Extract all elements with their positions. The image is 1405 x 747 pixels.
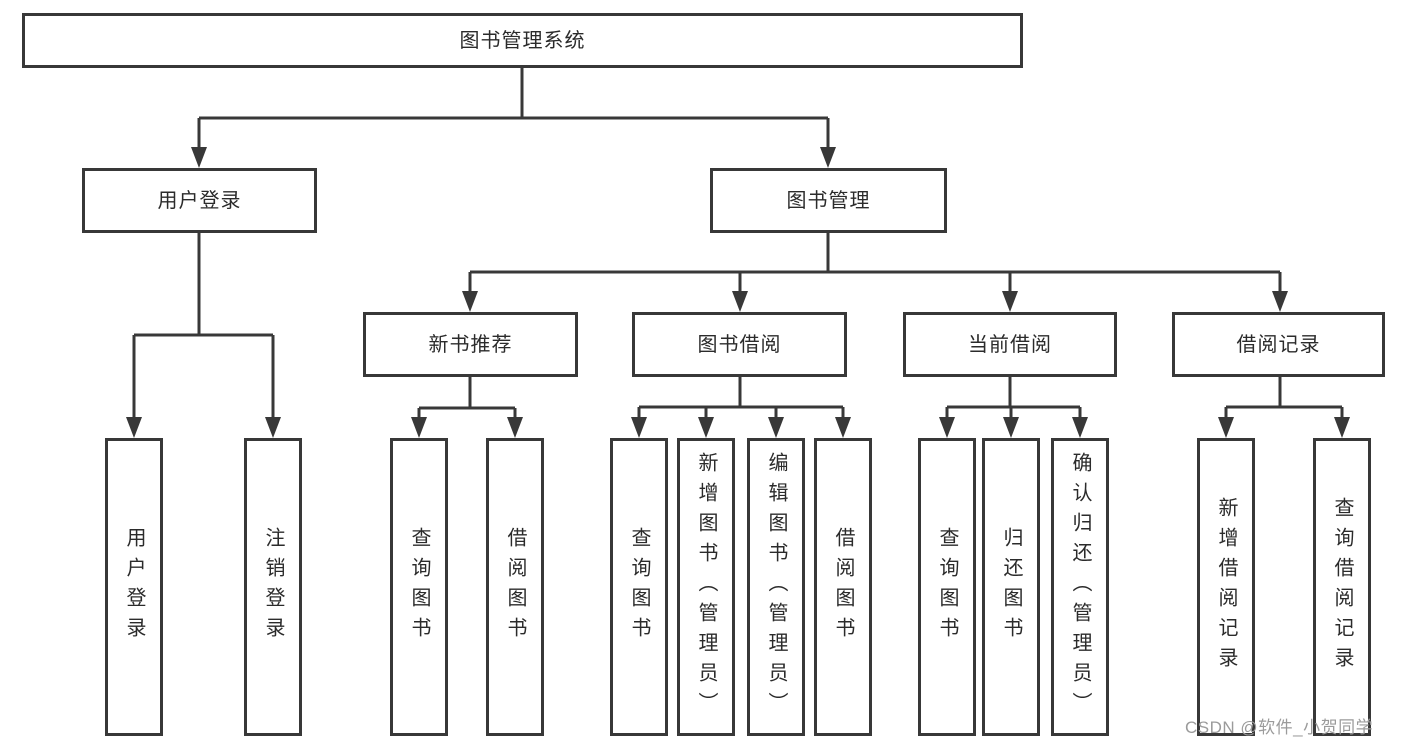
node-root-label: 图书管理系统 <box>459 29 586 52</box>
node-query-book-current-label: 查询图书 <box>936 527 958 647</box>
node-add-book-admin-label: 新增图书（管理员） <box>695 452 717 722</box>
node-add-borrow-record: 新增借阅记录 <box>1197 438 1255 736</box>
node-user-login: 用户登录 <box>82 168 317 233</box>
node-query-book-recommend: 查询图书 <box>390 438 448 736</box>
edge-book-management-to-level3 <box>468 233 1282 293</box>
node-borrow-records: 借阅记录 <box>1172 312 1385 377</box>
node-current-borrow-label: 当前借阅 <box>968 333 1052 356</box>
node-book-management: 图书管理 <box>710 168 947 233</box>
node-book-management-label: 图书管理 <box>786 189 871 212</box>
node-book-borrow-label: 图书借阅 <box>697 333 782 356</box>
node-root: 图书管理系统 <box>22 13 1023 68</box>
node-user-login-action: 用户登录 <box>105 438 163 736</box>
node-logout-label: 注销登录 <box>262 527 284 647</box>
arrowheads-level3 <box>462 291 1288 312</box>
edge-new-book-recommend-to-children <box>417 377 517 418</box>
node-return-book-label: 归还图书 <box>1000 527 1022 647</box>
arrowheads-leaves <box>126 417 1350 438</box>
edge-book-borrow-to-children <box>637 377 845 418</box>
node-logout: 注销登录 <box>244 438 302 736</box>
node-book-borrow: 图书借阅 <box>632 312 847 377</box>
edge-current-borrow-to-children <box>945 377 1082 418</box>
node-query-book-borrow-label: 查询图书 <box>628 527 650 647</box>
edge-borrow-records-to-children <box>1224 377 1344 418</box>
node-query-borrow-record: 查询借阅记录 <box>1313 438 1371 736</box>
node-borrow-book-label: 借阅图书 <box>832 527 854 647</box>
node-query-book-current: 查询图书 <box>918 438 976 736</box>
node-return-book: 归还图书 <box>982 438 1040 736</box>
node-user-login-action-label: 用户登录 <box>123 527 145 647</box>
node-user-login-label: 用户登录 <box>157 189 242 212</box>
node-current-borrow: 当前借阅 <box>903 312 1117 377</box>
node-add-borrow-record-label: 新增借阅记录 <box>1215 497 1237 677</box>
node-edit-book-admin: 编辑图书（管理员） <box>747 438 805 736</box>
node-borrow-book-recommend: 借阅图书 <box>486 438 544 736</box>
node-borrow-book-recommend-label: 借阅图书 <box>504 527 526 647</box>
node-borrow-book: 借阅图书 <box>814 438 872 736</box>
arrowheads-level2 <box>191 147 836 168</box>
edge-user-login-to-children <box>132 233 275 418</box>
node-edit-book-admin-label: 编辑图书（管理员） <box>765 452 787 722</box>
node-query-borrow-record-label: 查询借阅记录 <box>1331 497 1353 677</box>
node-new-book-recommend-label: 新书推荐 <box>428 333 513 356</box>
node-add-book-admin: 新增图书（管理员） <box>677 438 735 736</box>
node-confirm-return-admin-label: 确认归还（管理员） <box>1069 452 1091 722</box>
watermark: CSDN @软件_小贺同学 <box>1185 718 1374 737</box>
node-confirm-return-admin: 确认归还（管理员） <box>1051 438 1109 736</box>
node-borrow-records-label: 借阅记录 <box>1236 333 1321 356</box>
node-query-book-borrow: 查询图书 <box>610 438 668 736</box>
edge-root-to-level2 <box>197 68 830 148</box>
node-new-book-recommend: 新书推荐 <box>363 312 578 377</box>
node-query-book-recommend-label: 查询图书 <box>408 527 430 647</box>
